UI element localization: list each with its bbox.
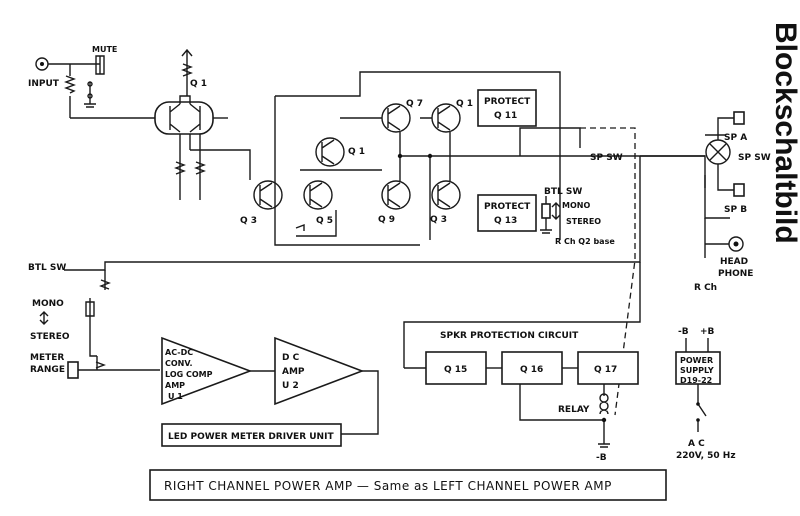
- q5-transistor-icon: [303, 180, 333, 210]
- q3-left-label: Q 3: [240, 216, 257, 226]
- spkr-protection-label: SPKR PROTECTION CIRCUIT: [440, 331, 579, 341]
- speaker-protection: SPKR PROTECTION CIRCUIT Q 15 Q 16 Q 17 R…: [403, 262, 641, 463]
- power-supply-label-c: D19-22: [680, 376, 712, 385]
- btl-meter-section: BTL SW MONO STEREO METER RANGE: [28, 156, 641, 379]
- u2-label-b: AMP: [282, 367, 305, 377]
- u2-label-c: U 2: [282, 381, 299, 391]
- stereo-label: STEREO: [30, 332, 70, 342]
- relay-coil-icon: [599, 393, 609, 415]
- ac-spec-label: 220V, 50 Hz: [676, 451, 736, 461]
- q16-box: [501, 351, 563, 385]
- q3-right-transistor-icon: [431, 180, 461, 210]
- protect-q11-label-b: Q 11: [494, 111, 517, 121]
- q17-box: [577, 351, 639, 385]
- u1-label-a: AC-DC: [165, 348, 193, 357]
- q1-input-stage: Q 1: [154, 48, 251, 200]
- protect-q13-label-a: PROTECT: [484, 202, 531, 212]
- head-phone-label-b: PHONE: [718, 269, 753, 279]
- u1-label-e: U 1: [168, 392, 183, 401]
- u1-label-d: AMP: [165, 381, 185, 390]
- btl-sw-small-label: BTL SW: [544, 187, 582, 197]
- input-section: INPUT MUTE: [28, 45, 155, 119]
- btl-sw-label: BTL SW: [28, 263, 66, 273]
- power-supply-label-a: POWER: [680, 356, 713, 365]
- meter-label-a: METER: [30, 353, 64, 363]
- power-supply-label-b: SUPPLY: [680, 366, 714, 375]
- minus-b-label: -B: [678, 327, 689, 337]
- protect-q13-label-b: Q 13: [494, 216, 517, 226]
- led-driver-label: LED POWER METER DRIVER UNIT: [168, 432, 334, 442]
- protect-q11-box: [477, 89, 537, 127]
- q7-label: Q 7: [406, 99, 423, 109]
- q3-left-transistor-icon: [253, 180, 283, 210]
- side-title: Blockschaltbild: [769, 22, 800, 244]
- q9-transistor-icon: [381, 180, 411, 210]
- u2-label-a: D C: [282, 353, 300, 363]
- protect-q11-label-a: PROTECT: [484, 97, 531, 107]
- q3-right-label: Q 3: [430, 215, 447, 225]
- footer-text: RIGHT CHANNEL POWER AMP — Same as LEFT C…: [164, 479, 612, 493]
- mute-label: MUTE: [92, 45, 117, 54]
- q1-right-label: Q 1: [456, 99, 473, 109]
- relay-minus-b-label: -B: [596, 453, 607, 463]
- q1-top-label: Q 1: [190, 79, 207, 89]
- sp-b-label: SP B: [724, 205, 747, 215]
- meter-label-b: RANGE: [30, 365, 65, 375]
- q1-mid-transistor-icon: [315, 137, 345, 167]
- head-phone-label-a: HEAD: [720, 257, 748, 267]
- stereo-small-label: STEREO: [566, 217, 601, 226]
- footer-box: [149, 469, 667, 501]
- u1-label-c: LOG COMP: [165, 370, 213, 379]
- power-supply-box: [675, 351, 721, 385]
- sp-b-terminal-icon: [733, 183, 745, 197]
- q17-label: Q 17: [594, 365, 617, 375]
- sp-a-terminal-icon: [733, 111, 745, 125]
- input-label: INPUT: [28, 79, 60, 89]
- u1-label-b: CONV.: [165, 359, 193, 368]
- sp-a-label: SP A: [724, 133, 747, 143]
- q1-pair-icon: [154, 101, 214, 135]
- led-driver-box: [161, 423, 342, 447]
- power-supply: -B +B POWER SUPPLY D19-22 A C 220V, 50 H…: [675, 327, 736, 461]
- mono-small-label: MONO: [562, 201, 590, 210]
- q5-label: Q 5: [316, 216, 333, 226]
- r-ch-q2-label: R Ch Q2 base: [555, 237, 615, 246]
- u2-amp-triangle: [274, 336, 365, 406]
- sp-sw-label: SP SW: [738, 153, 771, 163]
- q16-label: Q 16: [520, 365, 543, 375]
- q9-label: Q 9: [378, 215, 395, 225]
- ac-label: A C: [688, 439, 705, 449]
- sp-sw-small-label: SP SW: [590, 153, 623, 163]
- u1-amp-triangle: [161, 336, 253, 406]
- q1-mid-label: Q 1: [348, 147, 365, 157]
- relay-label: RELAY: [558, 405, 590, 415]
- plus-b-label: +B: [700, 327, 715, 337]
- output-stage: Q 1 Q 3 Q 5 Q 7 Q 1 Q 9 Q 3: [240, 71, 561, 246]
- meter-range-switch-icon: [67, 361, 79, 379]
- protect-q13-box: [477, 194, 537, 232]
- q15-label: Q 15: [444, 365, 467, 375]
- mono-label: MONO: [32, 299, 64, 309]
- r-ch-label: R Ch: [694, 283, 717, 293]
- output-switching: SP SW BTL SW MONO STEREO R Ch Q2 base SP…: [519, 111, 771, 416]
